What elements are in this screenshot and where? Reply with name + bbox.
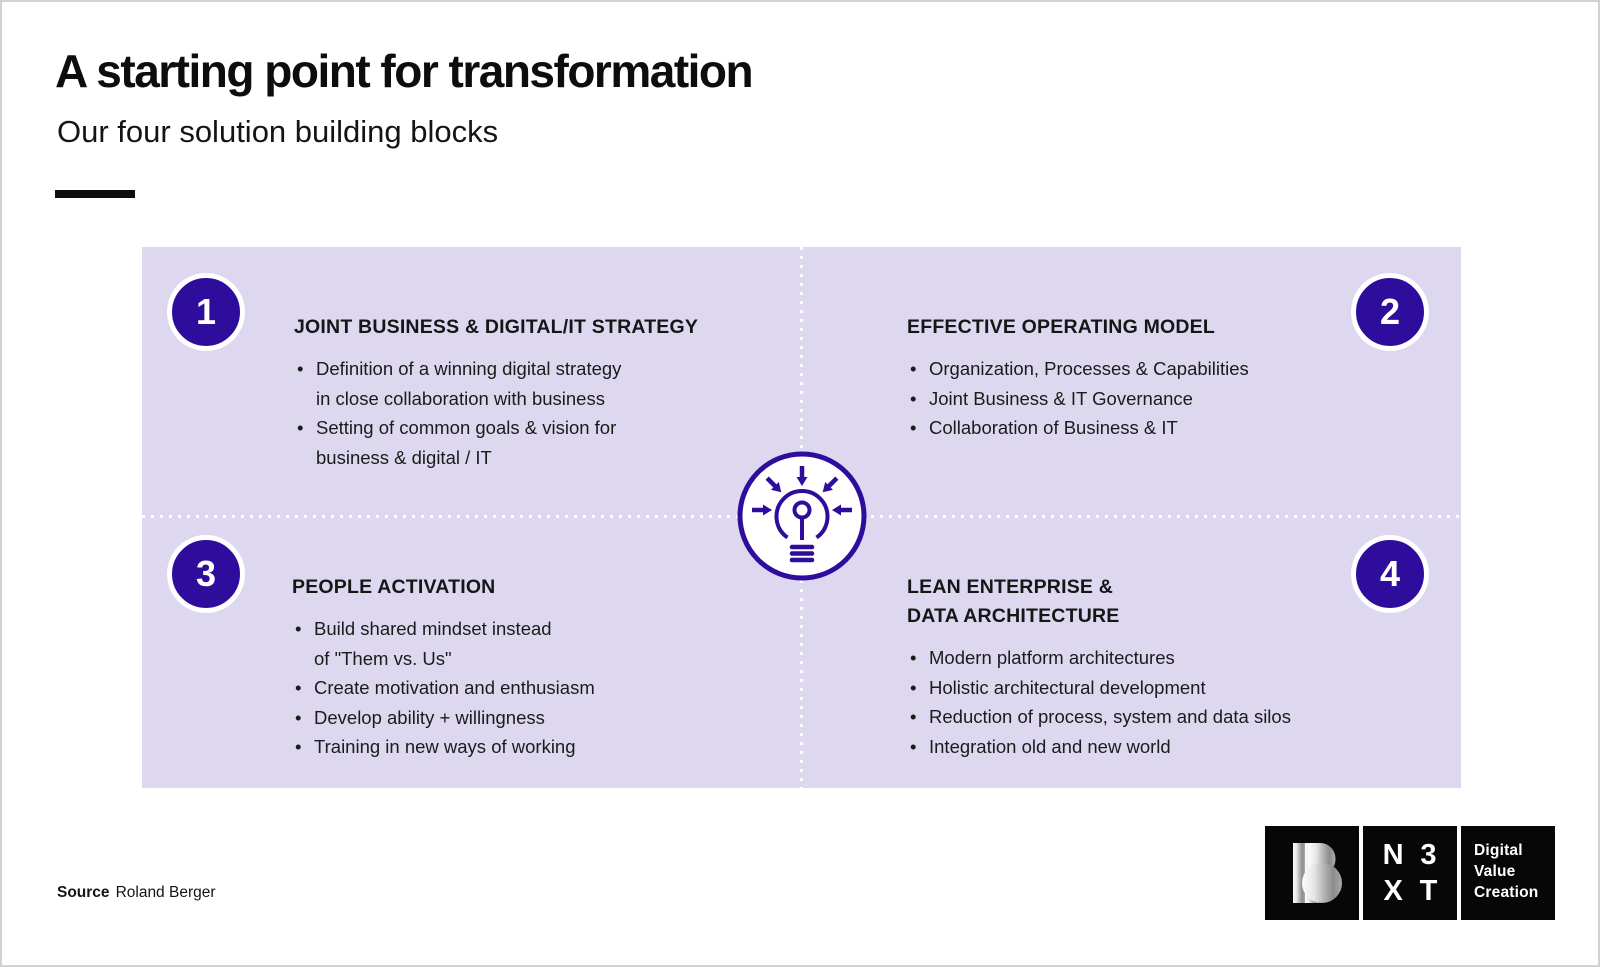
logo-letter: 3 (1420, 839, 1437, 871)
bullet-item: • Definition of a winning digital strateg… (294, 354, 764, 413)
lightbulb-convergence-icon (735, 449, 869, 583)
bullet-text: Develop ability + willingness (314, 706, 545, 728)
badge-number: 2 (1379, 291, 1401, 332)
bullet-list: •Organization, Processes & Capabilities … (907, 354, 1387, 443)
quadrant-2-number-badge: 2 (1351, 273, 1429, 351)
bullet-item: • Create motivation and enthusiasm (292, 673, 762, 703)
quadrant-title: EFFECTIVE OPERATING MODEL (907, 316, 1215, 338)
bullet-list: • Modern platform architectures • Holistic… (907, 643, 1437, 761)
bullet-item: • Organization, Processes & Capabilities (907, 354, 1387, 384)
bullet-item: • Modern platform architectures (907, 643, 1437, 673)
quadrant-effective-operating-model: EFFECTIVE OPERATING MODEL • Organization,… (907, 313, 1387, 443)
bullet-text: Definition of a winning digital strategy… (316, 358, 622, 409)
bullet-item: • Setting of common goals & vision for bu… (294, 413, 764, 472)
quadrant-1-number-badge: 1 (167, 273, 245, 351)
bullet-dot: • (910, 647, 917, 668)
building-blocks-panel: 1 2 3 4 JOINT BUSINESS & DIGITAL/IT STRA… (142, 247, 1461, 788)
bullet-text: Reduction of process, system and data si… (929, 706, 1291, 727)
bullet-item: • Build shared mindset instead of "Them v… (292, 614, 762, 673)
bullet-text: Build shared mindset instead of "Them vs… (314, 618, 552, 669)
logo-letter: T (1419, 875, 1438, 907)
bullet-text: Setting of common goals & vision for bus… (316, 417, 617, 468)
bullet-list: • Build shared mindset instead of "Them v… (292, 614, 762, 762)
bullet-item: • Holistic architectural development (907, 673, 1437, 703)
bullet-text: Training in new ways of working (314, 736, 576, 757)
bullet-item: • Joint Business & IT Governance (907, 384, 1387, 414)
quadrant-joint-business-digital-it-strategy: JOINT BUSINESS & DIGITAL/IT STRATEGY • De… (294, 313, 764, 472)
badge-number: 4 (1379, 553, 1401, 594)
badge-number: 3 (195, 553, 217, 594)
page-title: A starting point for transformation (55, 45, 754, 97)
bullet-text: Holistic architectural development (929, 676, 1206, 698)
bullet-dot: • (297, 417, 304, 438)
quadrant-4-number-badge: 4 (1351, 535, 1429, 613)
quadrant-people-activation: PEOPLE ACTIVATION • Build shared mindset … (292, 573, 762, 762)
bullet-dot: • (295, 677, 302, 698)
bullet-dot: • (910, 387, 917, 409)
bullet-text: Integration old and new world (929, 735, 1171, 757)
bullet-text: Joint Business & IT Governance (929, 387, 1193, 409)
bullet-text: Collaboration of Business & IT (929, 417, 1178, 438)
bullet-text: Create motivation and enthusiasm (314, 677, 595, 698)
bullet-dot: • (910, 358, 917, 379)
source-label: Source (57, 884, 110, 901)
title-dash (55, 190, 135, 198)
quadrant-title: LEAN ENTERPRISE & DATA ARCHITECTURE (907, 576, 1120, 627)
bullet-item: • Reduction of process, system and data s… (907, 702, 1437, 732)
logo-n3xt: N 3 X T (1363, 826, 1457, 920)
bullet-dot: • (295, 736, 302, 757)
logo-monogram-b (1265, 826, 1359, 920)
bullet-list: • Definition of a winning digital strateg… (294, 354, 764, 472)
bullet-dot: • (297, 358, 304, 379)
bullet-dot: • (910, 706, 917, 727)
source-text: Roland Berger (115, 884, 216, 901)
bullet-dot: • (295, 706, 302, 728)
bullet-dot: • (910, 735, 917, 757)
quadrant-title: JOINT BUSINESS & DIGITAL/IT STRATEGY (294, 316, 699, 338)
bullet-dot: • (910, 417, 917, 438)
bullet-text: Organization, Processes & Capabilities (929, 358, 1249, 379)
roland-berger-n3xt-logo: N 3 X T Digital Value Creation (1265, 826, 1555, 920)
badge-number: 1 (195, 291, 217, 332)
bullet-item: • Integration old and new world (907, 732, 1437, 762)
quadrant-title: PEOPLE ACTIVATION (292, 576, 496, 598)
logo-letter: N (1382, 839, 1404, 871)
logo-tagline: Digital Value Creation (1461, 826, 1555, 920)
logo-letter: X (1383, 875, 1403, 907)
bullet-item: • Develop ability + willingness (292, 703, 762, 733)
bullet-text: Modern platform architectures (929, 647, 1175, 668)
bullet-item: • Collaboration of Business & IT (907, 413, 1387, 443)
source-note: Source Roland Berger (57, 884, 216, 902)
bullet-item: • Training in new ways of working (292, 732, 762, 762)
quadrant-lean-enterprise-data-architecture: LEAN ENTERPRISE & DATA ARCHITECTURE • Mod… (907, 573, 1437, 761)
quadrant-3-number-badge: 3 (167, 535, 245, 613)
bullet-dot: • (295, 618, 302, 639)
bullet-dot: • (910, 676, 917, 698)
page-subtitle: Our four solution building blocks (57, 114, 499, 149)
